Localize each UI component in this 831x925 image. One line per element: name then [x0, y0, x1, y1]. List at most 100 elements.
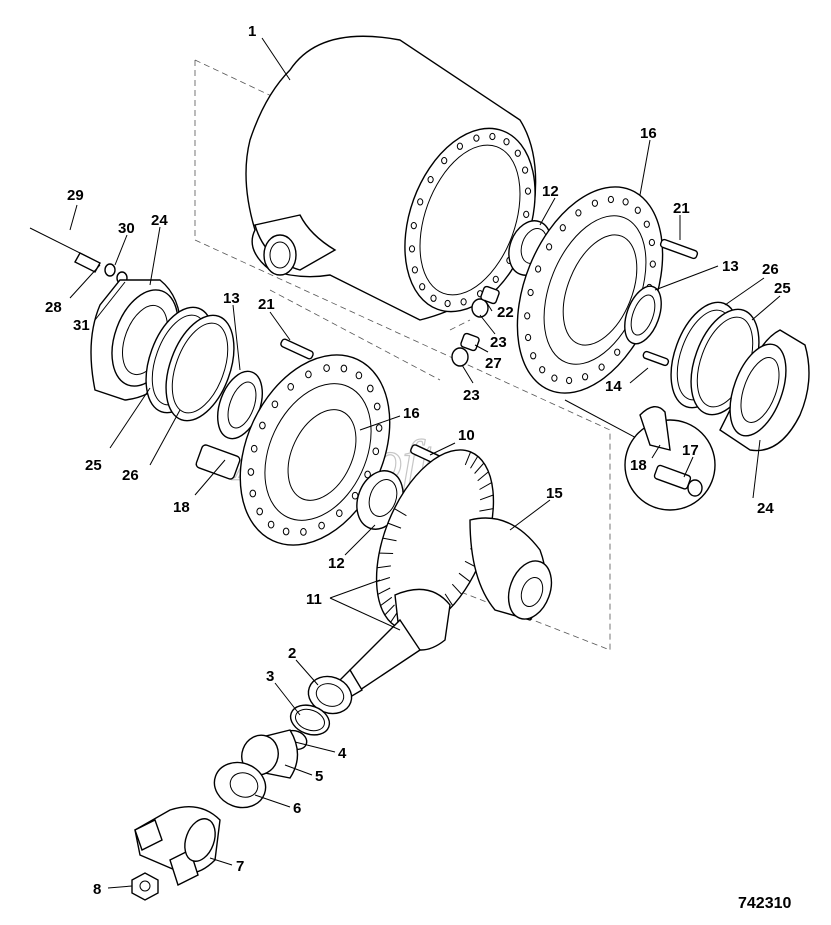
callout-18-left: 18: [173, 499, 190, 516]
gear-tooth: [377, 565, 391, 569]
crown-wheel-differential: [375, 449, 553, 631]
bolt-hole: [411, 266, 418, 274]
callout-27: 27: [485, 355, 502, 372]
bolt-hole: [373, 402, 381, 411]
callout-11: 11: [306, 591, 322, 608]
gear-tooth: [384, 604, 395, 616]
callout-23-lower: 23: [463, 387, 480, 404]
bolt-hole: [539, 366, 546, 374]
gear-tooth: [376, 577, 391, 583]
gear-tooth: [479, 482, 492, 490]
leader-lines: [69, 37, 781, 889]
callout-25-left: 25: [85, 457, 102, 474]
bolt-hole: [364, 470, 371, 479]
gear-tooth: [479, 494, 494, 501]
bolt-hole: [256, 507, 264, 516]
gear-tooth: [470, 456, 479, 469]
bolt-hole: [340, 364, 348, 373]
bolt-hole: [323, 364, 330, 372]
callout-26-left: 26: [122, 467, 139, 484]
bolt-hole: [367, 384, 374, 393]
callout-2: 2: [288, 645, 296, 662]
callout-23-upper: 23: [490, 334, 507, 351]
bolt-hole: [247, 468, 255, 476]
bolt-hole: [582, 373, 589, 381]
bolt-hole: [473, 134, 480, 142]
bolt-hole: [575, 209, 582, 217]
gear-tooth: [382, 537, 397, 542]
callout-6: 6: [293, 800, 301, 817]
bolt-hole: [524, 187, 532, 195]
dowel-14: [642, 350, 670, 367]
pin-left: [280, 338, 314, 360]
bolt-hole: [427, 175, 434, 184]
gear-tooth: [377, 587, 391, 595]
bleed-screw-assembly: [29, 227, 128, 285]
callout-15: 15: [546, 485, 563, 502]
bolt-hole: [634, 206, 641, 214]
bolt-hole: [259, 421, 266, 430]
pinion-nut: [131, 872, 159, 901]
pin-right: [659, 238, 699, 260]
bolt-hole: [522, 166, 529, 174]
gear-tooth: [380, 596, 393, 607]
callout-8: 8: [93, 881, 101, 898]
callout-4: 4: [338, 745, 347, 762]
bolt-hole: [514, 149, 521, 157]
callout-13-right: 13: [722, 258, 739, 275]
bolt-hole: [648, 238, 656, 247]
locknut-right: [624, 285, 662, 345]
hub-carrier-lower: [195, 354, 391, 546]
bolt-hole: [503, 138, 510, 146]
gear-tooth: [458, 572, 471, 583]
drive-yoke: [134, 806, 221, 886]
bolt-hole: [318, 521, 325, 530]
bolt-hole: [441, 156, 448, 165]
bolt-hole: [524, 312, 531, 320]
bolt-hole: [271, 400, 279, 409]
gear-tooth: [464, 451, 472, 466]
callout-30: 30: [118, 220, 135, 237]
callout-29: 29: [67, 187, 84, 204]
bolt-hole: [372, 447, 380, 456]
bolt-hole: [410, 221, 417, 230]
callout-26-right: 26: [762, 261, 779, 278]
gear-tooth: [444, 593, 454, 606]
callout-12-upper: 12: [542, 183, 559, 200]
bolt-hole: [282, 527, 290, 536]
bolt-hole: [527, 288, 534, 297]
callout-13-left: 13: [223, 290, 240, 307]
callout-5: 5: [315, 768, 323, 785]
seal-set-right: [670, 301, 810, 452]
gear-tooth: [477, 471, 489, 482]
bolt-hole: [250, 444, 258, 453]
bolt-hole: [566, 376, 573, 385]
bolt-hole: [417, 198, 424, 206]
bolt-hole: [530, 352, 537, 360]
bolt-hole: [430, 294, 437, 302]
callout-16-upper: 16: [640, 125, 657, 142]
bolt-hole: [559, 224, 566, 232]
bolt-hole: [598, 363, 605, 371]
gear-tooth: [474, 462, 485, 474]
bolt-hole: [622, 198, 629, 206]
bolt-hole: [525, 333, 532, 342]
bolt-hole: [643, 220, 650, 228]
callout-18-right: 18: [630, 457, 647, 474]
bolt-hole: [649, 260, 656, 268]
gear-tooth: [387, 522, 402, 529]
callout-17: 17: [682, 442, 699, 459]
callout-12-lower: 12: [328, 555, 345, 572]
bolt-hole: [375, 424, 383, 432]
bolt-hole: [305, 370, 312, 379]
bolt-hole: [535, 265, 542, 273]
bolt-hole: [523, 210, 530, 219]
seal-set-left: [90, 279, 235, 422]
bolt-hole: [489, 132, 496, 141]
callout-25-right: 25: [774, 280, 791, 297]
callout-16-lower: 16: [403, 405, 420, 422]
bolt-hole: [300, 528, 307, 536]
bolt-hole: [419, 283, 426, 291]
figure-number: 742310: [738, 895, 791, 912]
